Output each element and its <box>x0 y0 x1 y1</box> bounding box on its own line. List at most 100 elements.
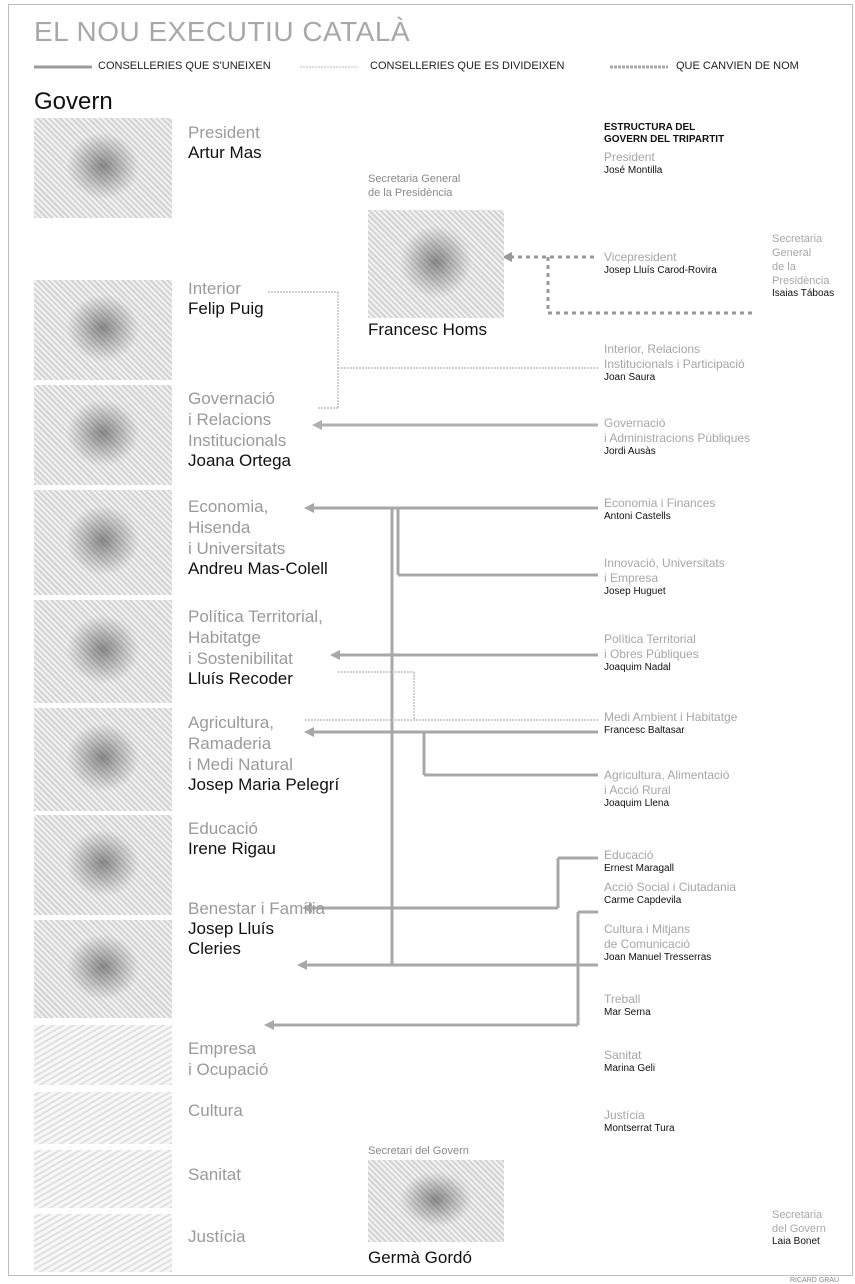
photo-andreu-mas-colell <box>34 490 172 595</box>
dept-line: i Sostenibilitat <box>188 649 293 668</box>
old-name: Joaquim Llena <box>604 798 670 809</box>
old-name: Joaquim Nadal <box>604 662 671 673</box>
old-title: Economia i Finances <box>604 496 716 510</box>
member-3: Economia, Hisenda i Universitats Andreu … <box>188 496 328 579</box>
label-line: Presidència <box>772 275 830 287</box>
dept-line: i Ocupació <box>188 1060 269 1079</box>
old-title: Innovació, Universitats <box>604 556 725 570</box>
old-title: Agricultura, Alimentació <box>604 768 730 782</box>
label-line: Secretaria <box>772 1209 823 1221</box>
old-title: i Obres Públiques <box>604 647 699 661</box>
govern-heading: Govern <box>34 88 113 115</box>
old-name: Isaias Táboas <box>772 288 835 299</box>
image-empresa <box>34 1025 172 1085</box>
member-name: Joana Ortega <box>188 451 292 470</box>
old-title: Justícia <box>604 1108 645 1122</box>
member-name: Andreu Mas-Colell <box>188 559 328 578</box>
member-name: Lluís Recoder <box>188 669 293 688</box>
member-1: Interior Felip Puig <box>188 278 264 319</box>
image-justicia <box>34 1214 172 1272</box>
member-6: Educació Irene Rigau <box>188 818 276 859</box>
dept-line: i Relacions <box>188 410 272 429</box>
legend-rename: QUE CANVIEN DE NOM <box>676 60 799 72</box>
tripartit-header: ESTRUCTURA DEL GOVERN DEL TRIPARTIT <box>604 122 724 146</box>
image-sanitat <box>34 1150 172 1208</box>
photo-irene-rigau <box>34 815 172 915</box>
photo-felip-puig <box>34 280 172 380</box>
dept-line: Hisenda <box>188 518 251 537</box>
old-title: Sanitat <box>604 1048 642 1062</box>
old-title: Política Territorial <box>604 632 696 646</box>
old-title: Governació <box>604 416 666 430</box>
old-name: Laia Bonet <box>772 1236 820 1247</box>
dept-line: Institucionals <box>188 431 287 450</box>
member-8: Empresa i Ocupació <box>188 1038 268 1080</box>
dept-line: Empresa <box>188 1039 257 1058</box>
dept-line: Ramaderia <box>188 734 272 753</box>
photo-joana-ortega <box>34 385 172 485</box>
member-name: Felip Puig <box>188 299 264 318</box>
photo-artur-mas <box>34 118 172 218</box>
old-name: Joan Manuel Tresserras <box>604 952 712 963</box>
label-line: General <box>772 247 812 259</box>
dept-line: Interior <box>188 279 241 298</box>
dept-line: Política Territorial, <box>188 607 323 626</box>
old-title: Cultura i Mitjans <box>604 922 691 936</box>
legend-split: CONSELLERIES QUE ES DIVIDEIXEN <box>370 60 565 72</box>
secretaria-presidencia-name: Francesc Homs <box>368 320 488 339</box>
secretari-govern-name: Germà Gordó <box>368 1248 472 1267</box>
header-line: GOVERN DEL TRIPARTIT <box>604 134 725 145</box>
old-name: Joan Saura <box>604 372 656 383</box>
photo-francesc-homs <box>368 210 504 318</box>
figure-frame <box>8 4 853 1276</box>
member-9: Cultura <box>188 1100 243 1121</box>
tripartit-sec-govern: Secretaria del Govern Laia Bonet <box>772 1208 826 1247</box>
photo-credit: RICARD GRAU <box>790 1277 840 1284</box>
member-4: Política Territorial, Habitatge i Sosten… <box>188 606 323 689</box>
member-0: President Artur Mas <box>188 122 262 163</box>
label-line: del Govern <box>772 1223 826 1235</box>
member-2: Governació i Relacions Institucionals Jo… <box>188 388 291 471</box>
label-line: Secretaria General <box>368 173 461 185</box>
label-line: Secretaria <box>772 233 823 245</box>
dept-line: i Universitats <box>188 539 286 558</box>
dept-line: Agricultura, <box>188 713 274 732</box>
dept-line: Cultura <box>188 1101 243 1120</box>
dept-line: Habitatge <box>188 628 261 647</box>
old-title: Vicepresident <box>604 250 677 264</box>
old-title: Interior, Relacions <box>604 342 701 356</box>
old-title: i Empresa <box>604 571 659 585</box>
dept-line: Justícia <box>188 1227 246 1246</box>
legend-merge: CONSELLERIES QUE S'UNEIXEN <box>98 60 271 72</box>
dept-line: Sanitat <box>188 1165 241 1184</box>
old-name: Jordi Ausàs <box>604 446 656 457</box>
dept-line: Educació <box>188 819 258 838</box>
dept-line: Benestar i Família <box>188 899 325 918</box>
old-title: President <box>604 150 655 164</box>
dept-line: Economia, <box>188 497 269 516</box>
header-line: ESTRUCTURA DEL <box>604 122 696 133</box>
photo-lluis-recoder <box>34 600 172 703</box>
photo-josep-maria-pelegri <box>34 708 172 811</box>
member-7: Benestar i Família Josep Lluís Cleries <box>188 898 325 959</box>
secretari-govern-label: Secretari del Govern <box>368 1145 469 1157</box>
secretaria-presidencia-label: Secretaria General de la Presidència <box>368 172 460 200</box>
dept-line: i Medi Natural <box>188 755 293 774</box>
old-title: Institucionals i Participació <box>604 357 745 371</box>
image-cultura <box>34 1092 172 1144</box>
old-name: José Montilla <box>604 165 663 176</box>
label-line: de la <box>772 261 796 273</box>
member-name-line2: Cleries <box>188 939 241 958</box>
